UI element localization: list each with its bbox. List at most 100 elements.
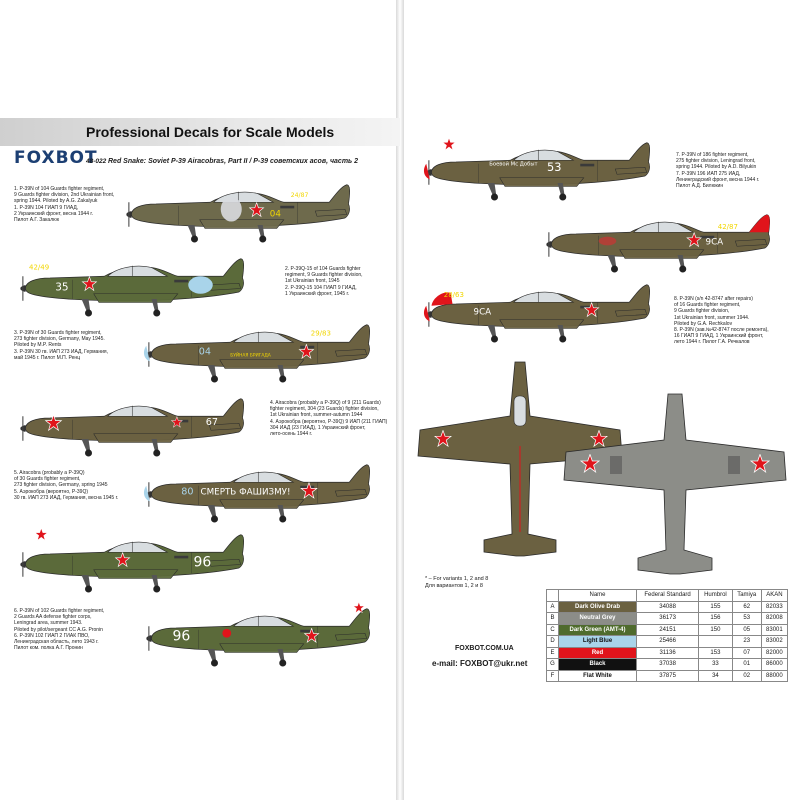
color-cell-letter: D [546,635,559,648]
color-cell-letter: C [546,623,559,636]
color-cell-akan: 83001 [760,623,789,636]
color-cell-fs: 31136 [635,646,700,659]
aircraft-profile-5: 80 СМЕРТЬ ФАШИЗМУ! [143,456,380,526]
table-header-cell: AKAN [760,589,789,602]
aircraft-code: 53 [547,160,561,174]
aircraft-serial: 28/63 [444,291,464,299]
aircraft-top-view [417,361,623,557]
aircraft-code: 96 [173,628,191,644]
footnote: * – For variants 1, 2 and 8 Для варианто… [425,576,489,589]
aircraft-bottom-view [563,393,787,575]
table-header-cell: Tamiya [731,589,762,602]
aircraft-profile-7: Боевой Мс Добыт 53 [423,137,660,204]
aircraft-serial: 24/87 [291,192,309,199]
color-cell-humbrol: 155 [698,600,733,613]
website-link[interactable]: FOXBOT.COM.UA [455,645,514,652]
color-cell-akan: 82033 [760,600,789,613]
color-cell-humbrol: 33 [698,658,733,671]
sheet-title: Red Snake: Soviet P-39 Airacobras, Part … [108,158,359,165]
caption-variant-6: 6. P-39N of 102 Guards fighter regiment,… [14,608,105,652]
color-cell-tamiya: 07 [731,646,762,659]
caption-variant-4: 4. Airacobra (probably a P-39Q) of 9 (21… [270,400,388,438]
aircraft-profile-3: 04 БУЙНАЯ БРИГАДА 29/83 [143,316,380,386]
aircraft-profile-6: 96 [14,527,254,596]
color-cell-akan: 82000 [760,646,789,659]
aircraft-code: 80 [181,487,193,498]
color-cell-humbrol: 156 [698,612,733,625]
color-cell-name: Red [558,646,637,659]
aircraft-profile-8: 9СА 42/87 [540,206,780,276]
catalog-number: 48-022 [86,158,107,165]
aircraft-code: 04 [270,209,282,219]
caption-variant-2: 2. P-39Q-15 of 104 Guards fighter regime… [285,266,363,297]
caption-variant-1: 1. P-39N of 104 Guards fighter regiment,… [14,186,115,224]
color-cell-tamiya: 53 [731,612,762,625]
aircraft-inscription: Боевой Мс Добыт [489,161,537,168]
table-header-cell: Humbrol [698,589,733,602]
brand-logo: FOXBOT [14,148,98,168]
table-header-cell [546,589,559,602]
aircraft-serial: 42/87 [718,223,738,231]
color-cell-fs: 25466 [635,635,700,648]
aircraft-code: 67 [206,417,218,428]
color-cell-tamiya: 05 [731,623,762,636]
caption-variant-5: 5. Airacobra (probably a P-39Q) of 30 Gu… [14,470,119,501]
color-cell-name: Dark Green (AMT-4) [558,623,637,636]
color-cell-letter: B [546,612,559,625]
aircraft-code: 96 [194,554,212,570]
table-header-cell: Name [558,589,637,602]
color-cell-name: Dark Olive Drab [558,600,637,613]
color-cell-fs: 37038 [635,658,700,671]
aircraft-slogan: СМЕРТЬ ФАШИЗМУ! [201,488,291,498]
color-cell-tamiya: 62 [731,600,762,613]
caption-variant-8: 8. P-39N (s/n 42-8747 after repairs) of … [674,296,769,346]
color-cell-name: Black [558,658,637,671]
color-cell-letter: E [546,646,559,659]
color-cell-tamiya: 23 [731,635,762,648]
color-cell-fs: 36173 [635,612,700,625]
aircraft-code: 9СА [474,308,492,318]
color-cell-akan: 83002 [760,635,789,648]
email-link[interactable]: e-mail: FOXBOT@ukr.net [432,659,528,668]
caption-variant-7: 7. P-39N of 186 fighter regiment, 275 fi… [676,152,760,190]
aircraft-profile-2: 35 42/49 [14,250,254,320]
color-cell-humbrol: 34 [698,669,733,682]
color-cell-humbrol: 153 [698,646,733,659]
aircraft-profile-1: 04 24/87 [120,176,360,246]
aircraft-profile-9: 9СА 28/63 [423,276,660,346]
header-banner [0,118,400,146]
color-cell-fs: 24151 [635,623,700,636]
aircraft-code: 35 [55,281,68,293]
aircraft-code: 9СА [706,238,724,248]
color-cell-humbrol: 150 [698,623,733,636]
aircraft-profile-10: 96 [140,601,380,670]
color-cell-name: Light Blue [558,635,637,648]
aircraft-profile-4: 67 [14,390,254,460]
color-cell-akan: 88000 [760,669,789,682]
page-gutter [396,0,404,800]
color-cell-akan: 86000 [760,658,789,671]
color-cell-fs: 37875 [635,669,700,682]
aircraft-serial: 29/83 [311,329,331,337]
aircraft-inscription: БУЙНАЯ БРИГАДА [230,351,271,358]
aircraft-code: 04 [199,347,211,358]
aircraft-serial: 42/49 [29,263,49,271]
color-cell-name: Flat White [558,669,637,682]
color-cell-tamiya: 01 [731,658,762,671]
color-cell-tamiya: 02 [731,669,762,682]
banner-title: Professional Decals for Scale Models [86,124,335,140]
color-cell-name: Neutral Grey [558,612,637,625]
table-header-cell: Federal Standard [635,589,700,602]
color-cell-akan: 82008 [760,612,789,625]
color-cell-fs: 34088 [635,600,700,613]
color-cell-letter: A [546,600,559,613]
caption-variant-3: 3. P-39N of 30 Guards fighter regiment, … [14,330,108,361]
